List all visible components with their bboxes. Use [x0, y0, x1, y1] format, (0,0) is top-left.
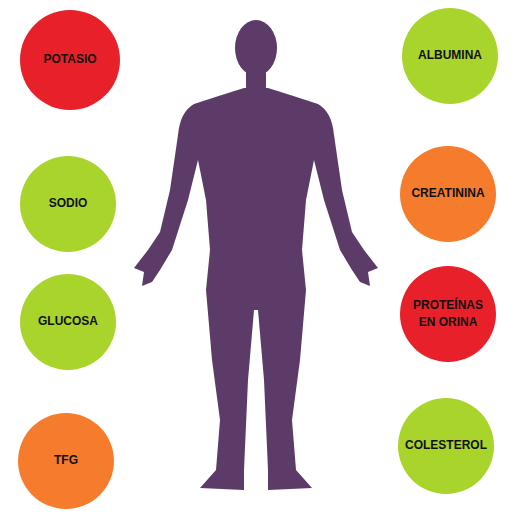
- marker-label: PROTEÍNAS EN ORINA: [413, 297, 483, 331]
- marker-label: SODIO: [49, 196, 88, 212]
- marker-label: POTASIO: [43, 52, 96, 68]
- marker-circle: GLUCOSA: [20, 274, 116, 370]
- marker-label: ALBUMINA: [418, 48, 482, 64]
- marker-circle: CREATININA: [400, 146, 496, 242]
- marker-circle: ALBUMINA: [402, 8, 498, 104]
- marker-label: CREATININA: [411, 186, 484, 202]
- marker-circle: SODIO: [20, 156, 116, 252]
- marker-circle: COLESTEROL: [398, 398, 494, 494]
- marker-circle: PROTEÍNAS EN ORINA: [400, 266, 496, 362]
- marker-label: TFG: [54, 453, 78, 469]
- marker-circle: POTASIO: [20, 10, 120, 110]
- marker-circle: TFG: [18, 413, 114, 509]
- marker-label: GLUCOSA: [38, 314, 98, 330]
- figure-body: [134, 88, 378, 490]
- marker-label: COLESTEROL: [405, 438, 487, 454]
